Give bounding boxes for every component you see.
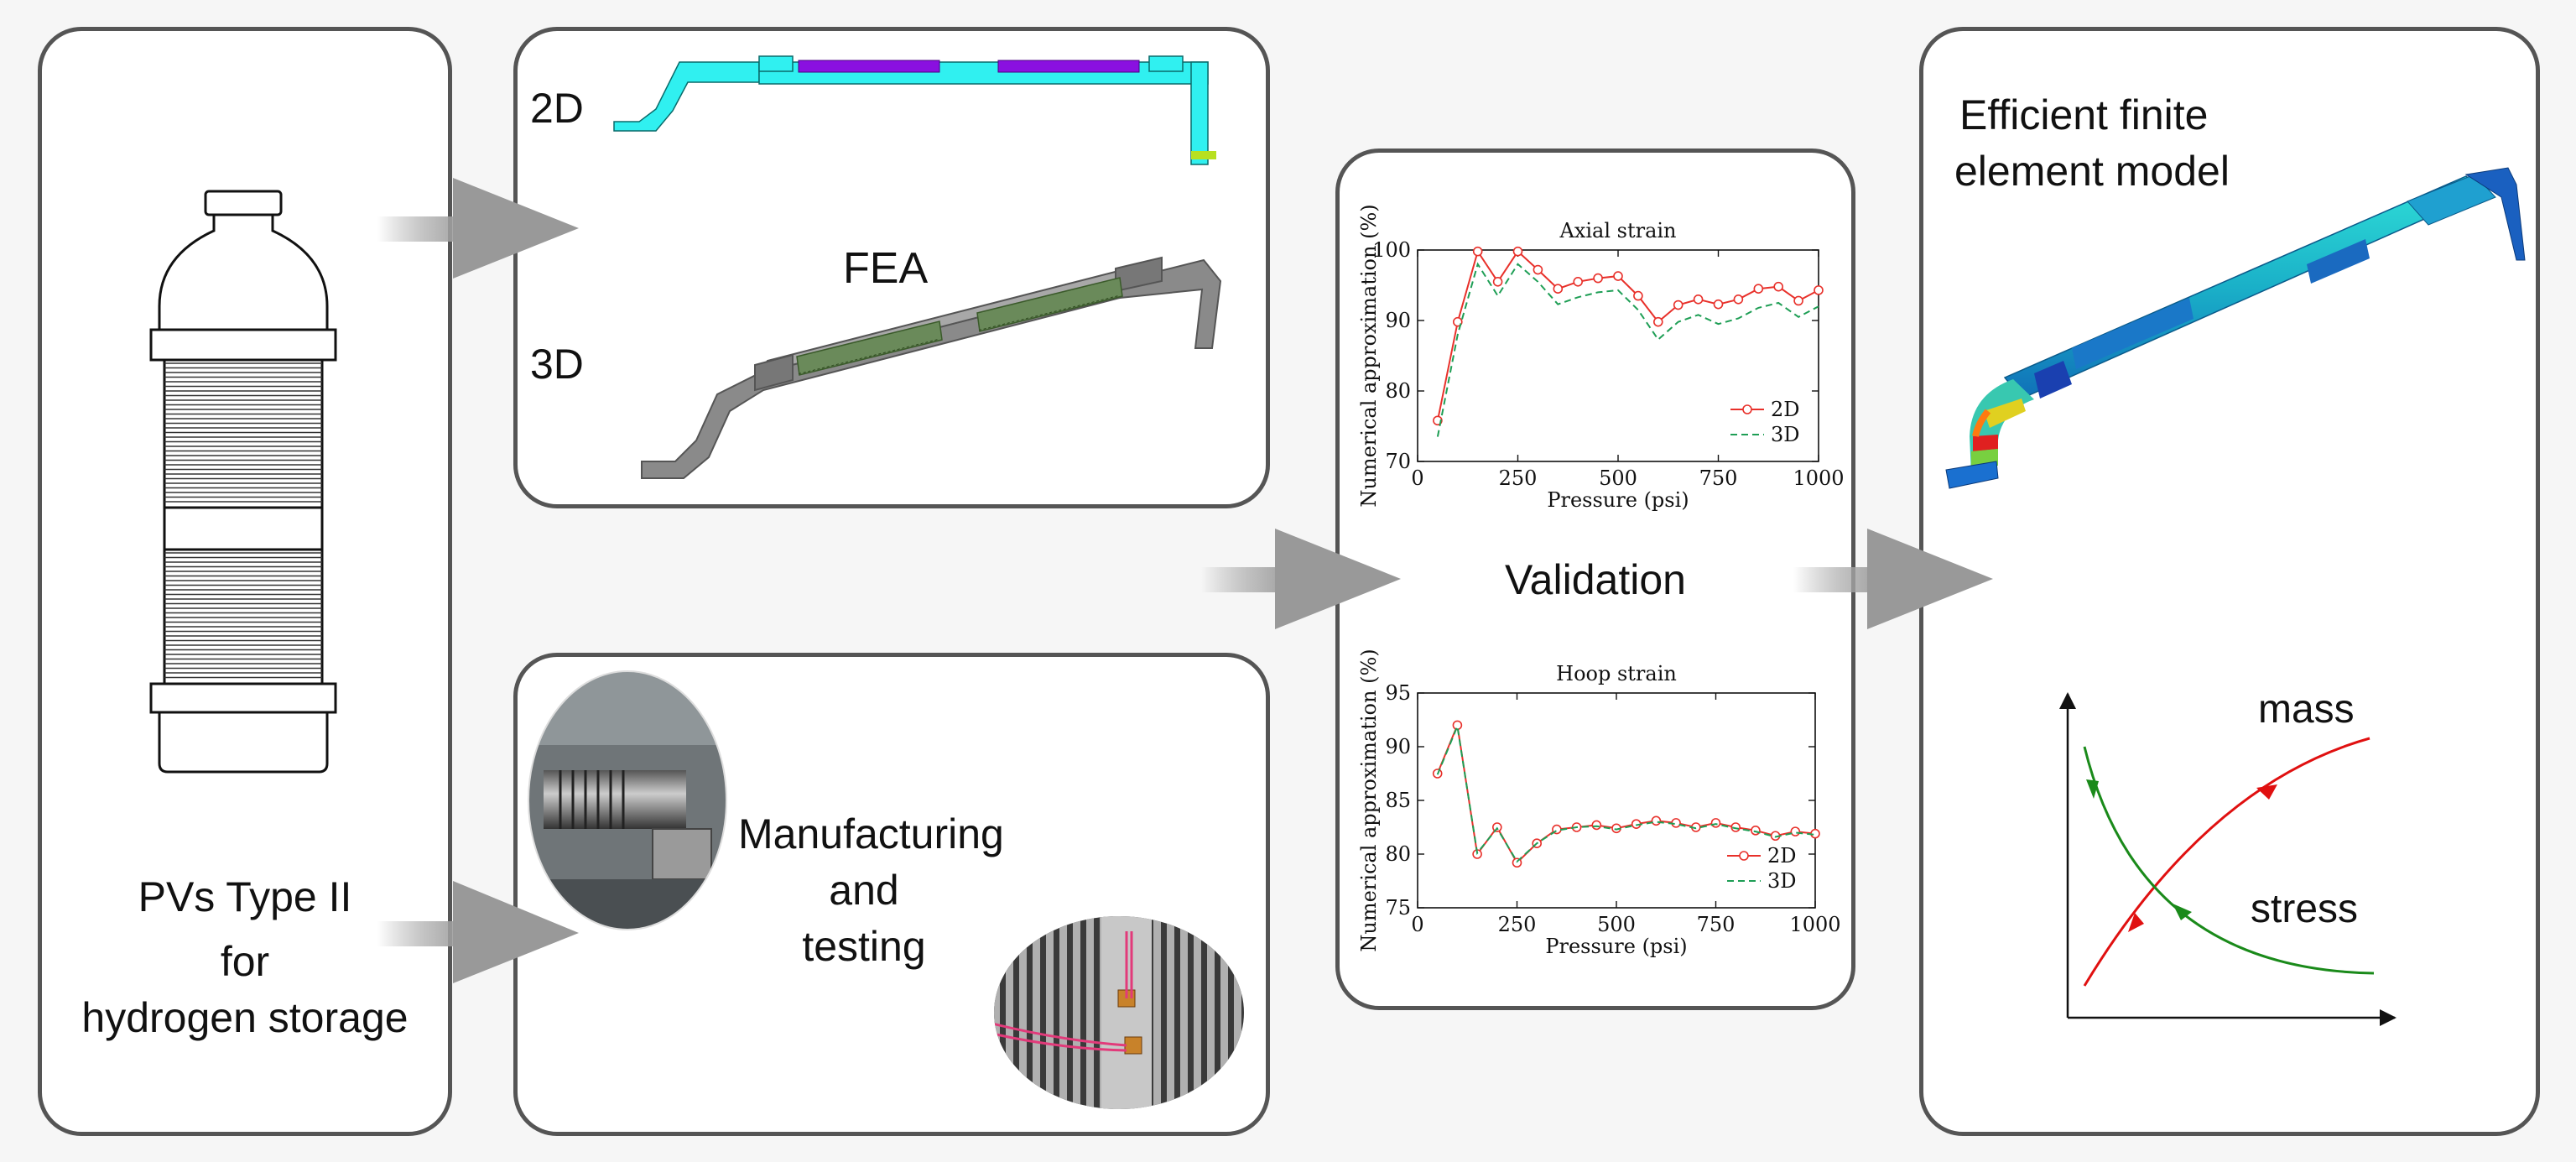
series-line-2D [1436, 249, 1819, 421]
mass-stress-tradeoff-plot [2059, 692, 2396, 1026]
series-line-3D [1436, 262, 1819, 437]
chart-title: Hoop strain [1556, 662, 1677, 685]
legend-label: 3D [1771, 423, 1800, 446]
data-point [1512, 246, 1523, 257]
pv-title-line3: hydrogen storage [81, 994, 409, 1041]
y-tick-label: 75 [1385, 896, 1411, 920]
plot-frame [1417, 692, 1816, 909]
plot-frame [1417, 249, 1819, 462]
axial-strain-chart: Axial strain 0 250 500 750 1000 70 80 90 100Press… [1357, 204, 1845, 512]
series-line-3D [1436, 722, 1816, 863]
data-point [1713, 299, 1724, 310]
y-tick-label: 95 [1385, 681, 1411, 705]
y-tick-label: 100 [1372, 238, 1411, 262]
legend-label: 3D [1767, 869, 1797, 893]
hoop-strain-chart: Hoop strain 0 250 500 750 1000 75 80 85 90 95Press… [1357, 649, 1841, 958]
series-line-2D [1436, 722, 1816, 864]
data-point [1472, 246, 1483, 257]
data-point [1693, 294, 1704, 305]
legend-marker [1742, 404, 1752, 414]
strain-gauge-photo [994, 916, 1244, 1109]
y-tick-label: 85 [1385, 789, 1411, 812]
data-point [1814, 285, 1824, 295]
x-tick-label: 1000 [1789, 913, 1840, 936]
validation-title: Validation [1505, 556, 1686, 603]
data-point [1533, 264, 1543, 275]
data-point [1710, 818, 1721, 828]
x-tick-label: 0 [1411, 913, 1423, 936]
fea-title: FEA [843, 244, 929, 293]
y-tick-label: 90 [1385, 735, 1411, 758]
stress-label: stress [2251, 887, 2359, 931]
data-point [1652, 316, 1663, 327]
manufacturing-title-line1: Manufacturing [738, 810, 1004, 857]
x-tick-label: 1000 [1793, 466, 1844, 490]
data-point [1553, 284, 1564, 294]
data-point [1453, 316, 1463, 327]
data-point [1492, 277, 1503, 287]
data-point [1753, 284, 1764, 294]
y-axis-label: Numerical approximation (%) [1357, 649, 1381, 951]
x-axis-label: Pressure (psi) [1547, 488, 1689, 512]
y-tick-label: 80 [1385, 379, 1411, 403]
data-point [1673, 300, 1684, 310]
data-point [1452, 720, 1463, 731]
x-axis-label: Pressure (psi) [1545, 935, 1687, 958]
data-point [1593, 273, 1603, 284]
manufacturing-title-line2: and [829, 867, 899, 914]
data-point [1793, 295, 1803, 306]
manufacturing-title-line3: testing [802, 923, 926, 970]
model-title-line1: Efficient finite [1959, 91, 2209, 138]
x-tick-label: 250 [1498, 913, 1537, 936]
data-point [1773, 281, 1784, 292]
data-point [1651, 815, 1662, 826]
legend-label: 2D [1767, 844, 1797, 868]
data-point [1591, 820, 1602, 831]
y-tick-label: 90 [1385, 309, 1411, 332]
data-point [1790, 826, 1801, 836]
fe-model-render [1945, 167, 2526, 489]
fea-2d-model [613, 55, 1216, 165]
x-tick-label: 500 [1597, 913, 1636, 936]
y-tick-label: 80 [1385, 842, 1411, 866]
data-point [1751, 826, 1761, 836]
x-tick-label: 500 [1599, 466, 1637, 490]
validation-panel [1335, 149, 1855, 1010]
legend-marker [1739, 851, 1749, 861]
x-tick-label: 750 [1699, 466, 1738, 490]
label-3d: 3D [530, 341, 584, 388]
data-point [1733, 294, 1744, 305]
x-tick-label: 750 [1697, 913, 1736, 936]
arrow-to-model [1793, 529, 1993, 629]
y-tick-label: 70 [1385, 450, 1411, 473]
arrow-to-validation [1201, 529, 1401, 629]
pressure-vessel-drawing [149, 190, 337, 774]
mass-label: mass [2258, 687, 2355, 732]
arrow-to-manufacturing [377, 881, 579, 983]
arrow-to-fea [377, 178, 579, 279]
lathe-photo [528, 670, 727, 930]
chart-title: Axial strain [1559, 219, 1676, 242]
data-point [1573, 277, 1584, 287]
fea-3d-model [641, 256, 1222, 479]
data-point [1633, 290, 1643, 301]
model-title-line2: element model [1954, 148, 2230, 195]
x-tick-label: 0 [1411, 466, 1423, 490]
data-point [1613, 271, 1623, 281]
label-2d: 2D [530, 85, 584, 132]
y-axis-label: Numerical approximation (%) [1357, 204, 1381, 507]
pv-title-line2: for [220, 938, 270, 985]
x-tick-label: 250 [1499, 466, 1538, 490]
legend-label: 2D [1771, 398, 1800, 421]
pv-title-line1: PVs Type II [138, 873, 352, 920]
